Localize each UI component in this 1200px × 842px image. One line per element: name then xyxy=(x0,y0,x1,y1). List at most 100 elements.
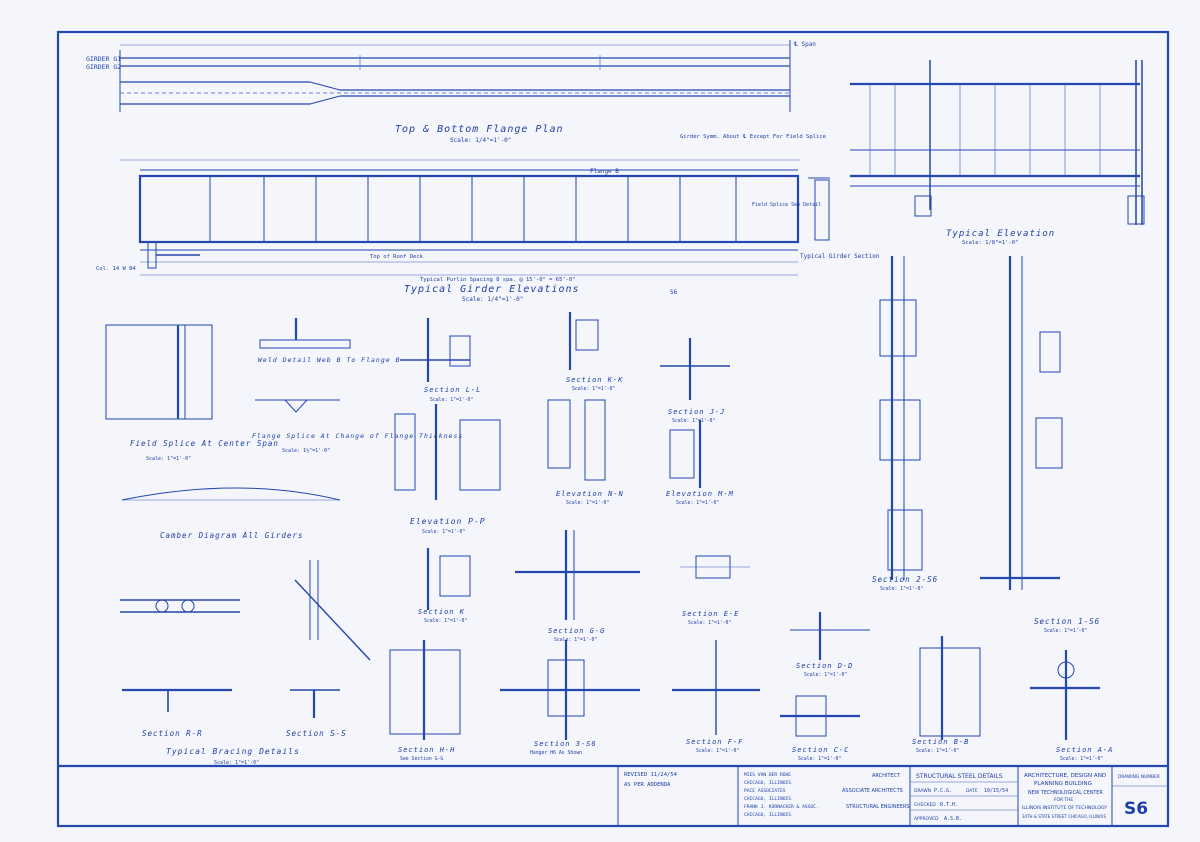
detail-sketches xyxy=(105,256,1100,740)
sheet-border xyxy=(56,30,1170,828)
elevation-flange-label: Flange B xyxy=(590,168,619,175)
detail-scale: See Section G-G xyxy=(400,756,443,762)
project-line: NEW TECHNOLOGICAL CENTER xyxy=(1028,790,1103,796)
detail-title: Section A-A xyxy=(1056,746,1113,754)
detail-scale: Scale: 1"=1'-0" xyxy=(146,456,191,462)
drawing-number: S6 xyxy=(1124,799,1148,819)
plan-span-label: ℄ Span xyxy=(793,41,816,48)
detail-title: Section C-C xyxy=(792,746,849,754)
revised-note: REVISED 11/24/54 xyxy=(624,772,678,778)
detail-title: Field Splice At Center Span xyxy=(130,439,279,448)
detail-scale: Scale: 1"=1'-0" xyxy=(422,529,465,535)
architect-line: PACE ASSOCIATES xyxy=(744,788,786,794)
approved-label: APPROVED xyxy=(914,816,939,822)
detail-scale: Scale: 1"=1'-0" xyxy=(672,418,715,424)
detail-scale: Scale: 1"=1'-0" xyxy=(566,500,609,506)
role-structural: STRUCTURAL ENGINEERS xyxy=(846,804,910,810)
detail-title: Camber Diagram All Girders xyxy=(160,531,303,540)
detail-title: Typical Bracing Details xyxy=(166,747,300,756)
project-line: PLANNING BUILDING xyxy=(1034,781,1092,787)
detail-titles: Field Splice At Center Span Scale: 1"=1'… xyxy=(130,356,1113,766)
typical-elevation-title: Typical Elevation xyxy=(946,229,1055,239)
typical-elevation: Typical Elevation Scale: 1/8"=1'-0" xyxy=(850,60,1145,246)
architect-line: CHICAGO, ILLINOIS xyxy=(744,780,791,786)
detail-scale: Scale: 1"=1'-0" xyxy=(804,672,847,678)
elevation-section-ref: S6 xyxy=(670,289,678,296)
elevation-purlin-spacing: Typical Purlin Spacing 8 spa. @ 15'-0" =… xyxy=(420,277,576,283)
detail-title: Section 3-S6 xyxy=(534,740,597,748)
detail-title: Section L-L xyxy=(424,386,481,394)
detail-scale: Scale: 1"=1'-0" xyxy=(1060,756,1103,762)
detail-title: Section H-H xyxy=(398,746,455,754)
detail-scale: Scale: 1"=1'-0" xyxy=(676,500,719,506)
detail-scale: Scale: 1"=1'-0" xyxy=(696,748,739,754)
sheet-title: STRUCTURAL STEEL DETAILS xyxy=(916,773,1003,780)
title-block: REVISED 11/24/54 AS PER ADDENDA MIES VAN… xyxy=(58,764,1168,826)
drawn-label: DRAWN xyxy=(914,788,931,794)
mullions xyxy=(869,84,1101,176)
elevation-roof-deck: Top of Roof Deck xyxy=(370,254,424,260)
girder-g2-label: GIRDER G2 xyxy=(86,63,121,71)
detail-scale: Scale: 1"=1'-0" xyxy=(916,748,959,754)
detail-title: Elevation M-M xyxy=(666,490,734,498)
approved-value: A.S.B. xyxy=(944,816,962,822)
detail-scale: Scale: 1"=1'-0" xyxy=(214,760,259,766)
detail-scale: Hanger H6 As Shown xyxy=(530,750,582,756)
project-line: ILLINOIS INSTITUTE OF TECHNOLOGY xyxy=(1022,805,1107,811)
detail-scale: Scale: 1½"=1'-0" xyxy=(282,447,330,454)
architect-line: MIES VAN DER ROHE xyxy=(744,772,791,778)
checked-value: R.T.H. xyxy=(940,802,958,808)
detail-title: Section 2-S6 xyxy=(872,575,938,584)
architect-line: FRANK J. KORNACKER & ASSOC. xyxy=(744,804,819,810)
drawing-number-label: DRAWING NUMBER xyxy=(1118,774,1160,780)
elevation-col-label: Col. 14 W 84 xyxy=(96,266,136,272)
detail-title: Section K-K xyxy=(566,376,623,384)
girder-g1-label: GIRDER G1 xyxy=(86,55,121,63)
elevation-scale: Scale: 1/4"=1'-0" xyxy=(462,296,523,303)
project-line: 34TH & STATE STREET CHICAGO, ILLINOIS xyxy=(1022,814,1106,819)
elevation-title: Typical Girder Elevations xyxy=(404,284,580,295)
detail-scale: Scale: 1"=1'-0" xyxy=(430,397,473,403)
detail-scale: Scale: 1"=1'-0" xyxy=(554,637,597,643)
detail-title: Elevation N-N xyxy=(556,490,624,498)
detail-title: Section R-R xyxy=(142,729,203,738)
addenda-note: AS PER ADDENDA xyxy=(624,782,671,788)
detail-title: Section 1-S6 xyxy=(1034,617,1100,626)
plan-note: Girder Symm. About ℄ Except For Field Sp… xyxy=(680,134,826,140)
detail-title: Section B-B xyxy=(912,738,969,746)
detail-title: Elevation P-P xyxy=(410,517,486,526)
project-line: ARCHITECTURE, DESIGN AND xyxy=(1024,773,1106,779)
elevation-stiffeners xyxy=(209,176,737,242)
detail-scale: Scale: 1"=1'-0" xyxy=(880,586,923,592)
detail-scale: Scale: 1"=1'-0" xyxy=(1044,628,1087,634)
detail-scale: Scale: 1"=1'-0" xyxy=(688,620,731,626)
detail-scale: Scale: 1"=1'-0" xyxy=(424,618,467,624)
detail-title: Weld Detail Web B To Flange B xyxy=(258,356,401,364)
detail-title: Section D-D xyxy=(796,662,853,670)
detail-title: Section F-F xyxy=(686,738,743,746)
elevation-field-splice: Field Splice See Detail xyxy=(752,202,821,208)
typical-elevation-scale: Scale: 1/8"=1'-0" xyxy=(962,240,1018,246)
flange-plan: GIRDER G1 GIRDER G2 ℄ Span Top & Bottom … xyxy=(86,40,826,144)
detail-title: Section S-S xyxy=(286,729,347,738)
girder-elevation: Flange B Col. 14 W 84 Top of Roof Deck T… xyxy=(96,159,880,303)
detail-scale: Scale: 1"=1'-0" xyxy=(798,756,841,762)
checked-label: CHECKED xyxy=(914,802,936,808)
plan-scale: Scale: 1/4"=1'-0" xyxy=(450,137,511,144)
girder-section-title: Typical Girder Section xyxy=(800,253,880,260)
role-associate: ASSOCIATE ARCHITECTS xyxy=(842,788,903,794)
detail-title: Section G-G xyxy=(548,627,605,635)
detail-title: Section J-J xyxy=(668,408,725,416)
detail-scale: Scale: 1"=1'-0" xyxy=(572,386,615,392)
project-line: FOR THE xyxy=(1054,797,1073,803)
detail-title: Section K xyxy=(418,608,465,616)
architect-line: CHICAGO, ILLINOIS xyxy=(744,812,791,818)
architect-line: CHICAGO, ILLINOIS xyxy=(744,796,791,802)
plan-title: Top & Bottom Flange Plan xyxy=(395,124,564,135)
drawn-value: P.C.G. xyxy=(934,788,952,794)
detail-title: Section E-E xyxy=(682,610,739,618)
detail-title: Flange Splice At Change of Flange Thickn… xyxy=(252,432,463,440)
date-value: 10/15/54 xyxy=(984,788,1008,794)
date-label: DATE xyxy=(966,788,978,794)
